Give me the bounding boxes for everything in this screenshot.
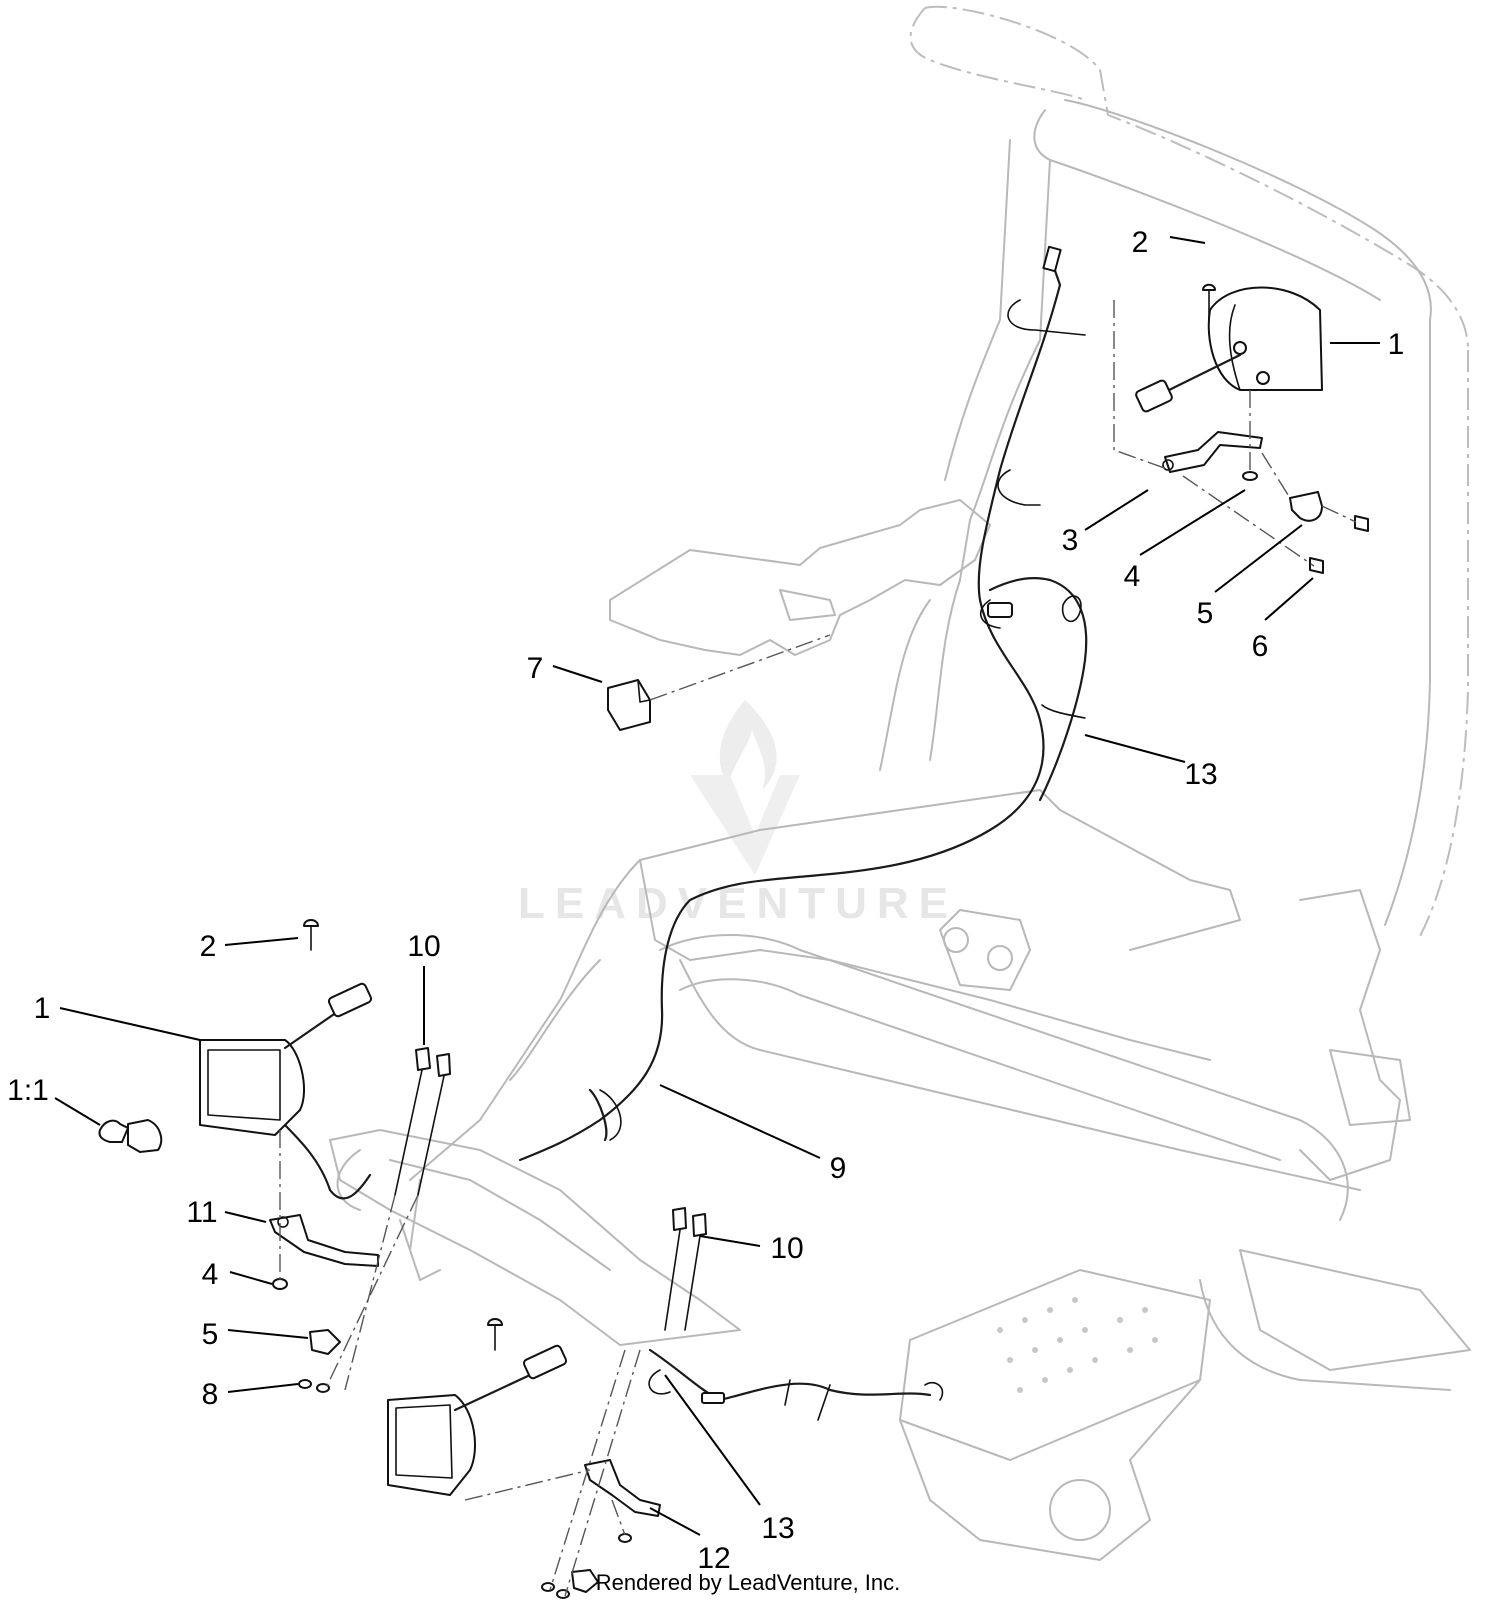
work-light-bottom [387, 1394, 476, 1496]
callouts: 2 1 3 4 5 6 7 13 2 10 1 1:1 9 11 10 4 5 [7, 226, 1404, 1575]
work-light-left [199, 1039, 306, 1136]
footer-credit: Rendered by LeadVenture, Inc. [596, 1570, 901, 1595]
callout-5-left: 5 [202, 1318, 219, 1351]
callout-1-1: 1:1 [7, 1074, 49, 1107]
work-light-top [1207, 286, 1323, 391]
callout-2-top: 2 [1132, 226, 1149, 259]
light-bracket-top [1164, 431, 1263, 473]
callout-9: 9 [830, 1152, 847, 1185]
rocker-switch [607, 634, 831, 731]
watermark-brand: LEADVENTURE [518, 879, 958, 928]
light-assembly-bottom [387, 1207, 707, 1599]
light-assembly-top [1113, 283, 1369, 574]
light-assembly-left [98, 919, 451, 1393]
light-bracket-left [269, 1214, 379, 1267]
wiring-harness [278, 245, 1088, 1421]
bulb [98, 1119, 129, 1143]
callout-13-top: 13 [1184, 758, 1217, 791]
callout-4-left: 4 [202, 1258, 219, 1291]
flame-v-logo-icon [690, 700, 800, 875]
callout-3: 3 [1062, 524, 1079, 557]
machine-frame-ghost [329, 5, 1471, 1561]
callout-8: 8 [202, 1378, 219, 1411]
callout-13-bottom: 13 [761, 1512, 794, 1545]
callout-4-top: 4 [1124, 560, 1141, 593]
light-bracket-bottom [584, 1459, 661, 1517]
callout-1-left: 1 [34, 992, 51, 1025]
callout-5-top: 5 [1197, 597, 1214, 630]
callout-1-top: 1 [1388, 328, 1405, 361]
callout-12: 12 [697, 1542, 730, 1575]
callout-10-right: 10 [770, 1232, 803, 1265]
callout-11: 11 [186, 1196, 217, 1229]
callout-10-left: 10 [407, 930, 440, 963]
callout-7: 7 [527, 652, 544, 685]
callout-6: 6 [1252, 630, 1269, 663]
callout-2-left: 2 [200, 930, 217, 963]
